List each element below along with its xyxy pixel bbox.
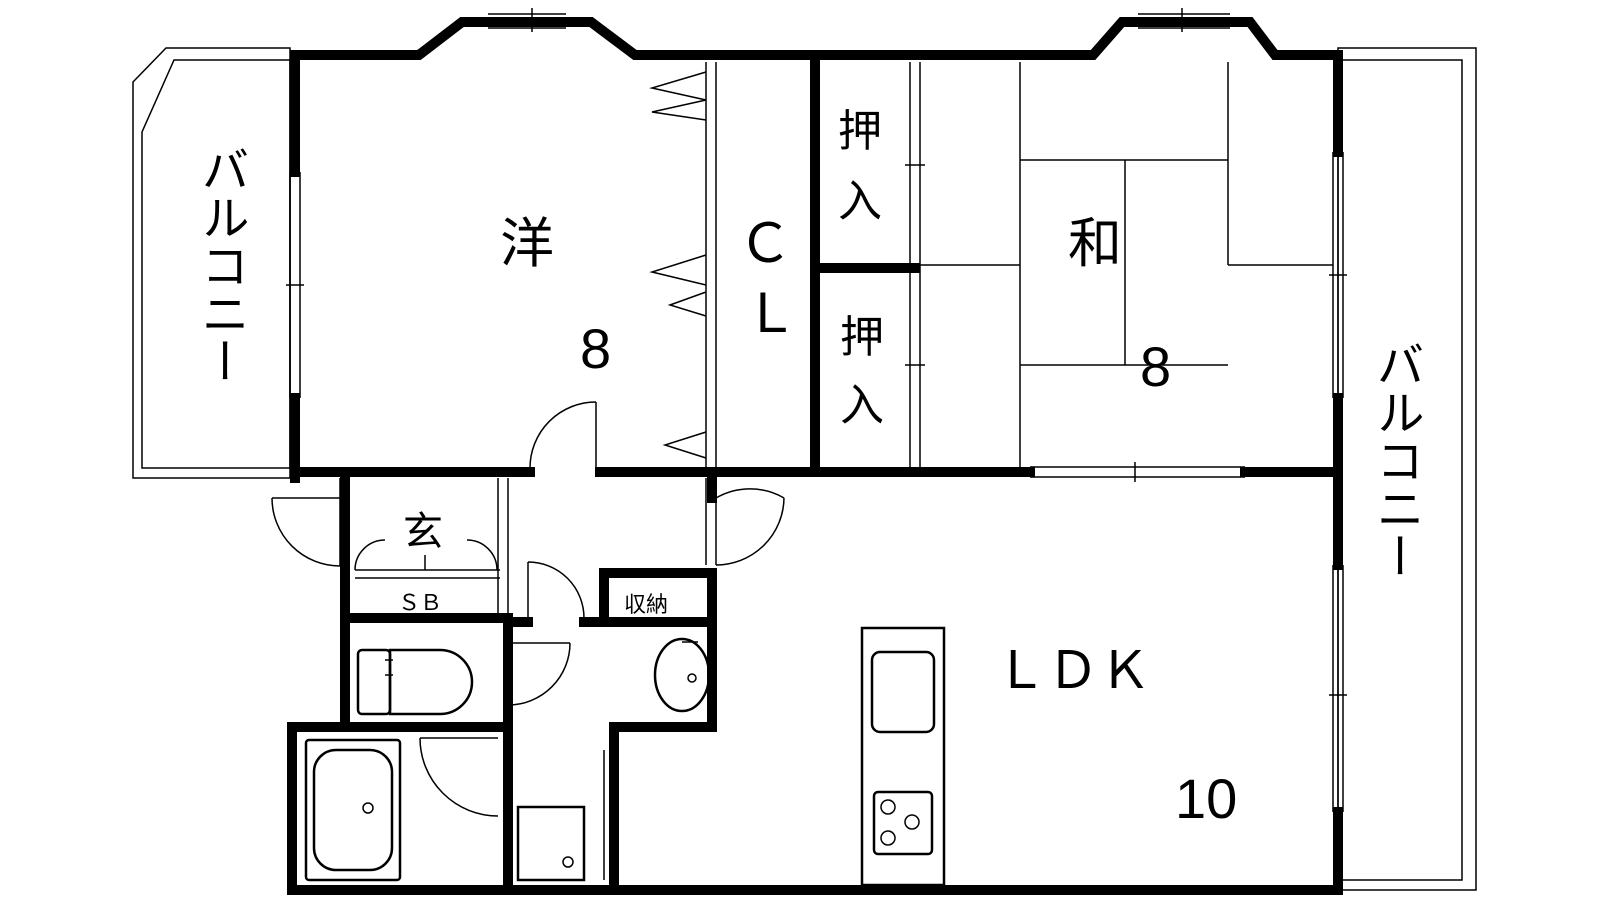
western-room-size: 8 bbox=[580, 317, 611, 380]
washing-machine-space bbox=[516, 805, 586, 882]
bathtub-fixture bbox=[304, 738, 402, 882]
storage-label: 収納 bbox=[624, 592, 668, 617]
balcony-right-label: バルコニー bbox=[1369, 340, 1422, 580]
windows bbox=[286, 8, 1347, 812]
outer-walls bbox=[287, 17, 1343, 895]
kitchen-counter bbox=[860, 626, 946, 887]
ldk-label: ＬＤＫ bbox=[995, 642, 1151, 700]
washbasin-fixture bbox=[653, 637, 711, 713]
closet-folding-doors bbox=[649, 62, 717, 468]
shoe-box-label: ＳＢ bbox=[398, 590, 442, 615]
western-room-label: 洋 bbox=[500, 214, 554, 274]
ldk-size: 10 bbox=[1175, 767, 1237, 830]
room-labels: 洋 8 Ｃ Ｌ 押 入 押 入 和 8 玄 ＳＢ 収納 ＬＤＫ 10 バルコニー… bbox=[194, 107, 1422, 830]
closet-label-c: Ｃ bbox=[738, 214, 792, 274]
japanese-room-size: 8 bbox=[1140, 335, 1171, 398]
oshiire-label-1a: 押 bbox=[838, 107, 882, 156]
oshiire-label-2b: 入 bbox=[840, 381, 884, 430]
balcony-left-label: バルコニー bbox=[194, 145, 247, 385]
japanese-room-label: 和 bbox=[1068, 214, 1122, 274]
japanese-room-tatami bbox=[905, 62, 1333, 468]
entrance-label: 玄 bbox=[403, 510, 443, 554]
oshiire-label-1b: 入 bbox=[838, 177, 882, 226]
interior-walls bbox=[290, 53, 1343, 895]
oshiire-label-2a: 押 bbox=[840, 313, 884, 362]
closet-label-l: Ｌ bbox=[744, 284, 798, 344]
door-swings bbox=[271, 401, 785, 880]
toilet-fixture bbox=[356, 648, 474, 716]
